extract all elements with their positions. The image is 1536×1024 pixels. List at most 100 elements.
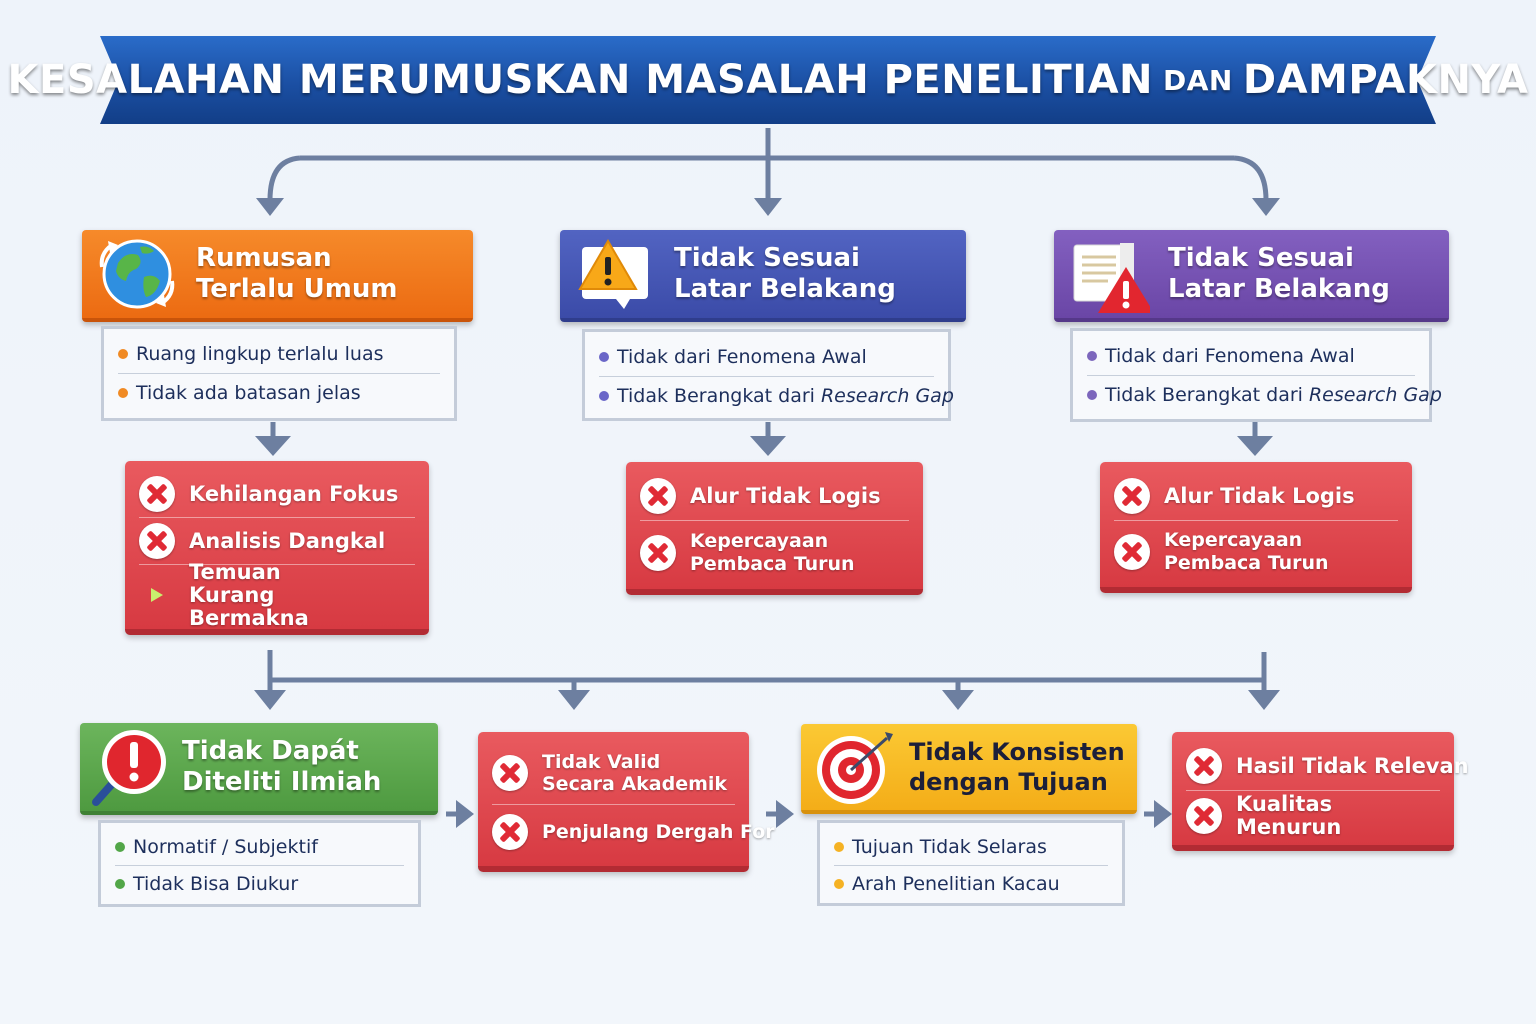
- arrowhead: [750, 436, 786, 456]
- list-item: Tidak Bisa Diukur: [115, 866, 404, 902]
- bullet-list-tidak-ilmiah: Normatif / Subjektif Tidak Bisa Diukur: [98, 820, 421, 907]
- impact-box-tidak-valid: Tidak Valid Secara Akademik Penjulang De…: [478, 732, 775, 872]
- category-card-latar-belakang-1: Tidak Sesuai Latar Belakang: [560, 230, 966, 322]
- x-icon: [1186, 748, 1222, 784]
- category-card-tidak-konsisten: Tidak Konsisten dengan Tujuan: [801, 724, 1137, 814]
- list-item-text: Ruang lingkup terlalu luas: [136, 343, 384, 365]
- impact-item: Tidak Valid Secara Akademik: [492, 742, 735, 805]
- list-item-text: Tidak dari Fenomena Awal: [617, 346, 867, 368]
- impact-text: Kepercayaan Pembaca Turun: [690, 530, 855, 575]
- impact-item: Alur Tidak Logis: [1114, 472, 1398, 521]
- impact-item: Alur Tidak Logis: [640, 472, 909, 521]
- bullet-list-rumusan-umum: Ruang lingkup terlalu luas Tidak ada bat…: [101, 326, 457, 421]
- impact-text: Analisis Dangkal: [189, 528, 386, 553]
- category-title: Tidak Sesuai Latar Belakang: [674, 243, 896, 305]
- impact-item: Penjulang Dergah For: [492, 805, 775, 859]
- category-title: Tidak Dapát Diteliti Ilmiah: [182, 736, 381, 798]
- list-item-emphasis: Research Gap: [820, 385, 954, 407]
- arrowhead: [255, 436, 291, 456]
- category-title-line2: Latar Belakang: [1168, 274, 1390, 304]
- x-icon: [640, 478, 676, 514]
- bullet-dot: [1087, 390, 1097, 400]
- impact-text: Alur Tidak Logis: [690, 483, 881, 508]
- list-item: Ruang lingkup terlalu luas: [118, 335, 440, 374]
- impact-box-latar-belakang-2: Alur Tidak Logis Kepercayaan Pembaca Tur…: [1100, 462, 1412, 593]
- impact-text: Tidak Valid Secara Akademik: [542, 751, 728, 795]
- arrowhead: [942, 690, 974, 710]
- bullet-dot: [118, 388, 128, 398]
- bullet-dot: [599, 391, 609, 401]
- target-icon: [817, 732, 893, 804]
- impact-item: Kepercayaan Pembaca Turun: [1114, 521, 1398, 583]
- list-item-text: Tidak Berangkat dari: [617, 385, 815, 407]
- list-item: Tidak dari Fenomena Awal: [599, 338, 934, 377]
- bullet-dot: [115, 879, 125, 889]
- x-icon: [640, 535, 676, 571]
- arrowhead: [254, 690, 286, 710]
- category-title-line1: Tidak Sesuai: [674, 243, 860, 273]
- x-icon: [1114, 534, 1150, 570]
- impact-item: Analisis Dangkal: [139, 518, 415, 565]
- category-title-line1: Tidak Konsisten: [909, 738, 1125, 766]
- connector-to-left: [267, 155, 301, 201]
- arrowhead: [1154, 800, 1172, 828]
- category-title-line2: dengan Tujuan: [909, 768, 1108, 796]
- bullet-dot: [599, 352, 609, 362]
- bullet-list-tidak-konsisten: Tujuan Tidak Selaras Arah Penelitian Kac…: [817, 820, 1125, 906]
- document-alert-icon: [1073, 243, 1150, 313]
- bullet-dot: [118, 349, 128, 359]
- impact-text: Hasil Tidak Relevan: [1236, 753, 1469, 778]
- x-icon: [1114, 478, 1150, 514]
- bullet-dot: [1087, 351, 1097, 361]
- list-item: Arah Penelitian Kacau: [834, 866, 1108, 902]
- title-connector: dan: [1163, 63, 1233, 97]
- title-main: Kesalahan Merumuskan Masalah Penelitian: [7, 57, 1154, 103]
- connector-to-right: [1233, 155, 1269, 201]
- impact-item: Kualitas Menurun: [1186, 791, 1440, 841]
- list-item: Tidak Berangkat dari Research Gap: [1087, 376, 1442, 414]
- impact-box-hasil-tidak-relevan: Hasil Tidak Relevan Kualitas Menurun: [1172, 732, 1469, 851]
- list-item: Tidak Berangkat dari Research Gap: [599, 377, 954, 415]
- impact-item: Kehilangan Fokus: [139, 471, 415, 518]
- x-icon: [139, 476, 175, 512]
- category-card-tidak-ilmiah: Tidak Dapát Diteliti Ilmiah: [80, 723, 438, 815]
- impact-text: Temuan Kurang Bermakna: [189, 559, 309, 630]
- arrowhead: [754, 198, 782, 216]
- list-item-text: Normatif / Subjektif: [133, 836, 318, 858]
- globe-icon: [99, 239, 175, 309]
- list-item: Normatif / Subjektif: [115, 829, 404, 866]
- bullet-list-latar-belakang-2: Tidak dari Fenomena Awal Tidak Berangkat…: [1070, 328, 1442, 422]
- arrowhead: [456, 800, 474, 828]
- category-title-line2: Terlalu Umum: [196, 274, 398, 304]
- page-title: Kesalahan Merumuskan Masalah Penelitian …: [8, 36, 1529, 124]
- list-item-text: Tidak Berangkat dari: [1105, 384, 1303, 406]
- list-item-text: Tidak ada batasan jelas: [136, 382, 361, 404]
- title-emphasis: Dampaknya: [1242, 57, 1529, 103]
- impact-item: Kepercayaan Pembaca Turun: [640, 521, 909, 585]
- category-title-line1: Rumusan: [196, 243, 332, 273]
- x-icon: [492, 755, 528, 791]
- list-item-text: Tidak dari Fenomena Awal: [1105, 345, 1355, 367]
- category-title-line2: Diteliti Ilmiah: [182, 767, 382, 797]
- list-item-text: Arah Penelitian Kacau: [852, 873, 1060, 895]
- list-item-text: Tidak Bisa Diukur: [133, 873, 299, 895]
- impact-text: Kehilangan Fokus: [189, 481, 399, 506]
- arrowhead: [1248, 690, 1280, 710]
- category-card-latar-belakang-2: Tidak Sesuai Latar Belakang: [1054, 230, 1449, 322]
- bullet-dot: [115, 842, 125, 852]
- magnifier-alert-icon: [92, 730, 166, 806]
- x-icon: [492, 814, 528, 850]
- category-title-line1: Tidak Sesuai: [1168, 243, 1354, 273]
- category-title-line1: Tidak Dapát: [182, 736, 359, 766]
- category-title: Tidak Sesuai Latar Belakang: [1168, 243, 1390, 305]
- category-title: Rumusan Terlalu Umum: [196, 243, 397, 305]
- triangle-bullet-icon: [151, 588, 163, 602]
- category-title-line2: Latar Belakang: [674, 274, 896, 304]
- list-item: Tidak ada batasan jelas: [118, 374, 440, 412]
- arrowhead: [558, 690, 590, 710]
- impact-box-rumusan-umum: Kehilangan Fokus Analisis Dangkal Temuan…: [125, 461, 429, 635]
- impact-text: Penjulang Dergah For: [542, 820, 775, 843]
- impact-item: Hasil Tidak Relevan: [1186, 742, 1469, 791]
- x-icon: [1186, 798, 1222, 834]
